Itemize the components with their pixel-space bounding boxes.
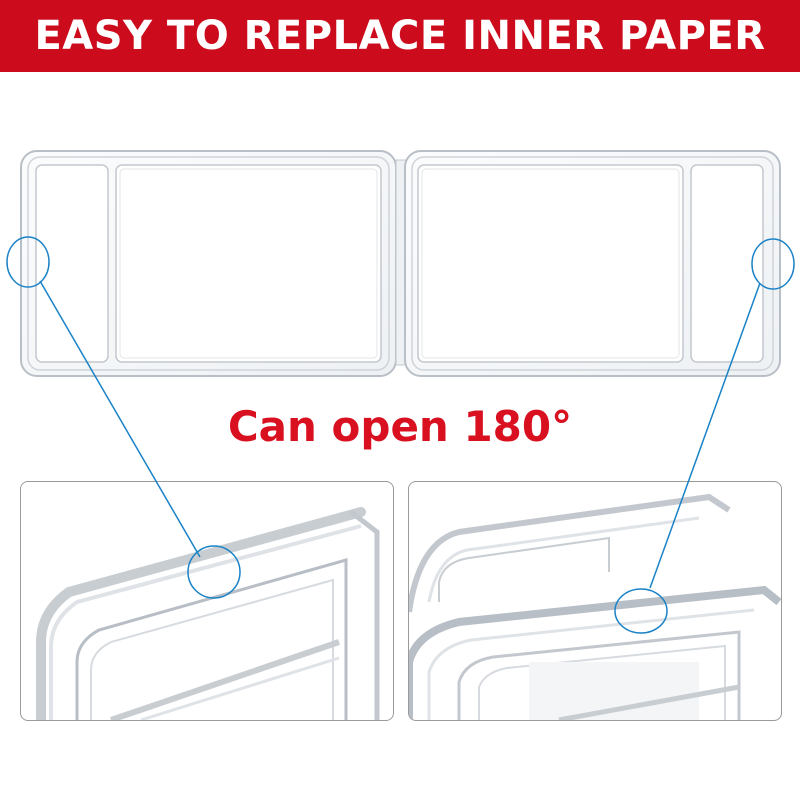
magnifier-circle-right: [751, 238, 795, 290]
detail-inset-left: [20, 481, 394, 721]
detail-inset-right: [408, 481, 782, 721]
caption-text: Can open 180°: [227, 402, 573, 451]
magnifier-circle-left: [6, 236, 50, 288]
case-left-half: [20, 150, 397, 377]
title-banner: EASY TO REPLACE INNER PAPER: [0, 0, 800, 72]
corner-detail-left: [36, 507, 380, 720]
corner-detail-right: [409, 493, 781, 720]
case-right-half: [404, 150, 781, 377]
banner-title: EASY TO REPLACE INNER PAPER: [34, 13, 766, 59]
